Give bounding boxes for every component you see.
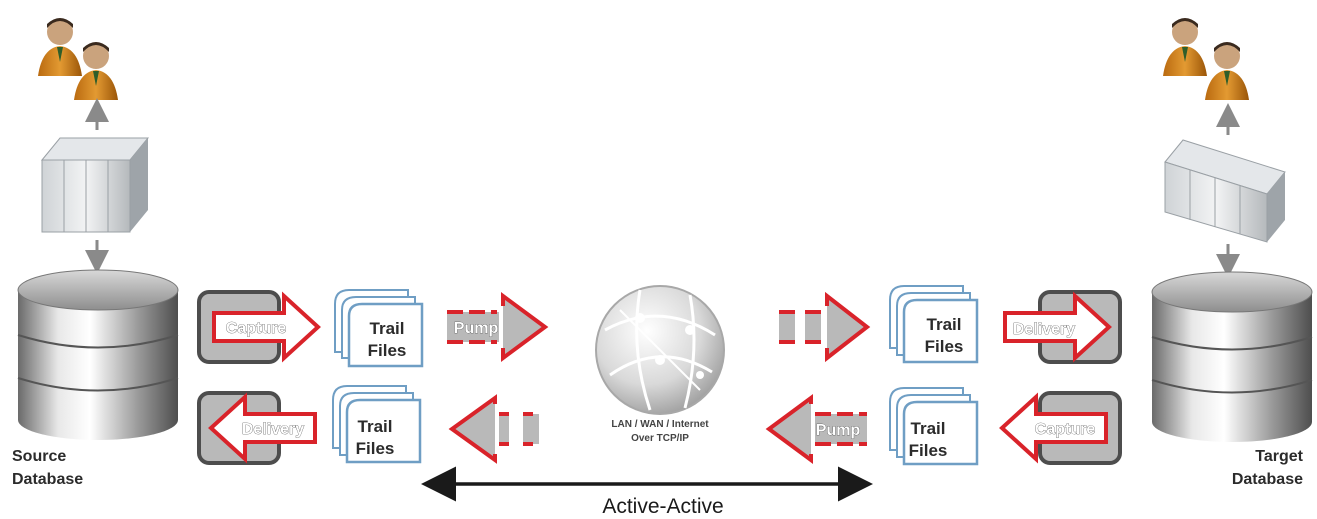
delivery-label-top: Delivery: [1013, 321, 1075, 338]
target-capture-process: Capture: [999, 391, 1122, 465]
network-globe-icon: [595, 285, 725, 415]
capture-arrow-icon: [212, 291, 321, 363]
capture-label-bottom: Capture: [1035, 421, 1096, 438]
capture-arrow-icon-right: [999, 392, 1108, 464]
target-delivery-process: Delivery: [1003, 290, 1122, 364]
pump-label-top: Pump: [454, 320, 499, 337]
trail-label-3: Trail: [927, 315, 962, 334]
source-database-icon: [17, 269, 179, 440]
target-server-icon: [1164, 139, 1286, 243]
target-trail-files-top: Trail Files: [889, 285, 979, 364]
network-label-line2: Over TCP/IP: [631, 433, 689, 444]
target-trail-files-bottom: Trail Files: [889, 387, 979, 466]
target-label-line1: Target: [1255, 448, 1303, 465]
source-trail-files-bottom: Trail Files: [332, 385, 422, 464]
source-capture-process: Capture: [197, 290, 321, 364]
source-trail-files-top: Trail Files: [334, 289, 424, 368]
source-return-arrow: [448, 394, 539, 464]
capture-label-top: Capture: [226, 320, 287, 337]
delivery-label-bottom: Delivery: [242, 421, 304, 438]
files-label-2: Files: [356, 439, 395, 458]
files-label-1: Files: [368, 341, 407, 360]
target-users-icon: [1163, 18, 1249, 100]
delivery-arrow-icon: [208, 392, 317, 464]
source-users-icon: [38, 18, 118, 100]
target-label-line2: Database: [1232, 471, 1303, 488]
trail-label-2: Trail: [358, 417, 393, 436]
delivery-arrow-icon-right: [1003, 291, 1112, 363]
source-delivery-process: Delivery: [197, 391, 317, 465]
source-label-line1: Source: [12, 448, 66, 465]
target-database-icon: [1151, 271, 1313, 442]
source-server-icon: [40, 137, 150, 233]
target-pump-arrow: Pump: [765, 394, 867, 464]
mode-label: Active-Active: [602, 495, 723, 518]
source-pump-arrow: Pump: [447, 292, 549, 362]
network-label-line1: LAN / WAN / Internet: [611, 419, 709, 430]
trail-label-4: Trail: [911, 419, 946, 438]
target-incoming-arrow: [779, 291, 871, 363]
trail-label-1: Trail: [370, 319, 405, 338]
files-label-4: Files: [909, 441, 948, 460]
files-label-3: Files: [925, 337, 964, 356]
source-label-line2: Database: [12, 471, 83, 488]
pump-label-bottom: Pump: [816, 422, 861, 439]
